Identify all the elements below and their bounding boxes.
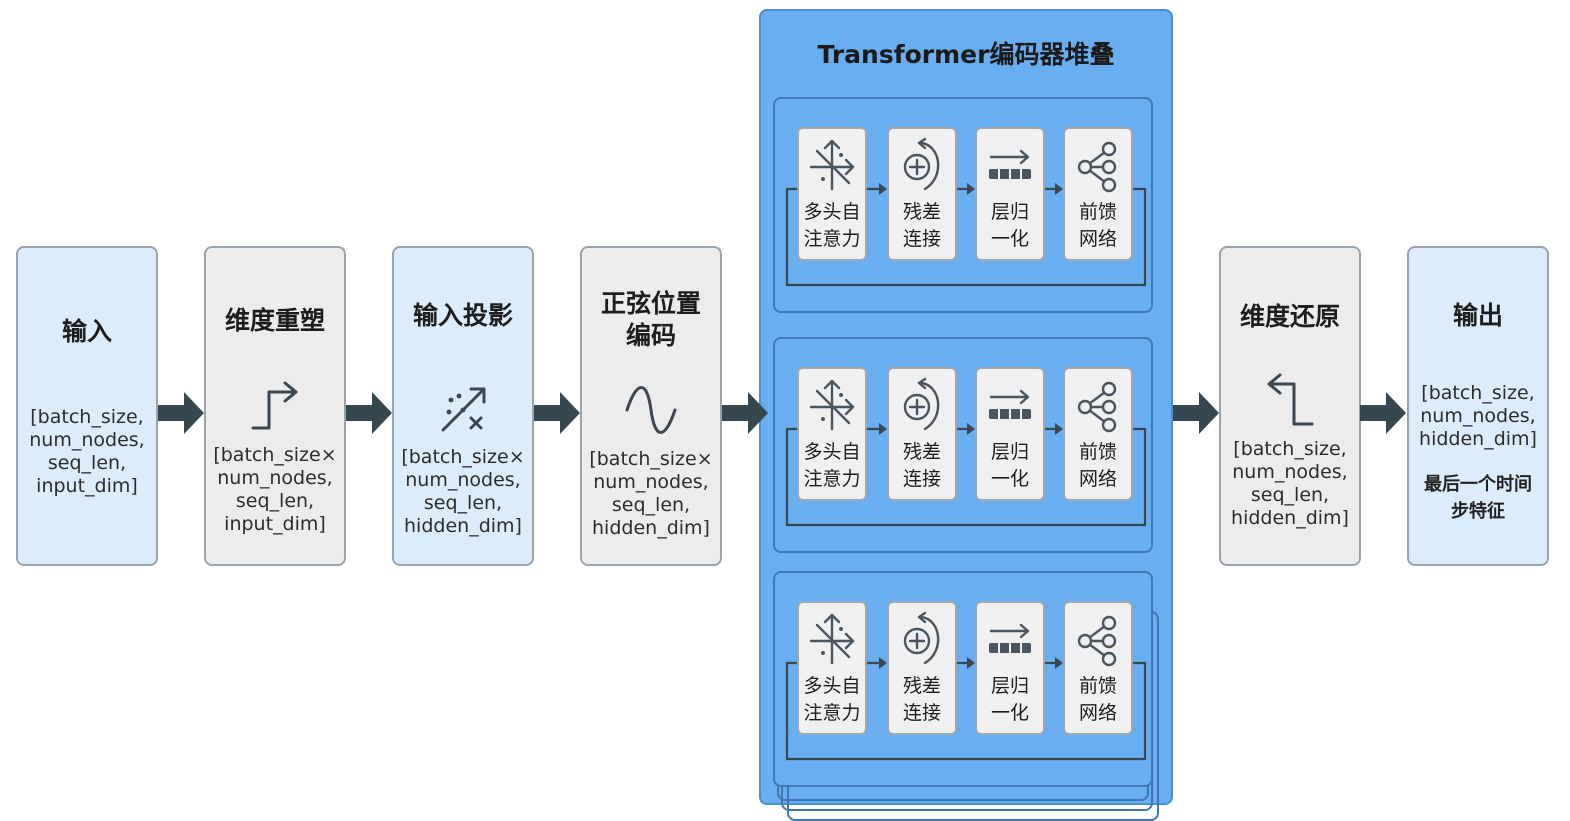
component-label: 层归 一化: [990, 441, 1029, 490]
flow-arrow-icon: [722, 392, 768, 434]
flow-arrow-icon: [346, 392, 392, 434]
stage-positional: 正弦位置 编码 [batch_size× num_nodes, seq_len, …: [580, 246, 722, 566]
component-label: 残差 连接: [902, 675, 941, 724]
normalize-icon: [989, 149, 1031, 179]
component-residual: 残差 连接: [887, 601, 957, 735]
flow-arrow-icon: [1360, 392, 1406, 434]
component-label: 前馈 网络: [1078, 201, 1117, 250]
component-label: 残差 连接: [902, 201, 941, 250]
stage-note: 最后一个时间 步特征: [1424, 474, 1532, 522]
component-label: 残差 连接: [902, 441, 941, 490]
attention-icon: [809, 379, 855, 431]
stage-reshape: 维度重塑 [batch_size× num_nodes, seq_len, inp…: [204, 246, 346, 566]
component-label: 多头自 注意力: [803, 201, 861, 250]
network-nodes-icon: [1077, 381, 1117, 433]
residual-plus-icon: [903, 377, 940, 431]
component-label: 多头自 注意力: [803, 675, 861, 724]
component-mhsa: 多头自 注意力: [797, 601, 867, 735]
normalize-icon: [989, 623, 1031, 653]
flow-arrow-icon: [158, 392, 204, 434]
component-layernorm: 层归 一化: [975, 601, 1045, 735]
attention-icon: [809, 139, 855, 191]
component-mhsa: 多头自 注意力: [797, 367, 867, 501]
component-ffn: 前馈 网络: [1063, 367, 1133, 501]
residual-plus-icon: [903, 611, 940, 665]
component-residual: 残差 连接: [887, 127, 957, 261]
tensor-shape-label: [batch_size, num_nodes, seq_len, hidden_…: [1231, 438, 1349, 529]
tensor-shape-label: [batch_size× num_nodes, seq_len, hidden_…: [401, 446, 525, 537]
return-arrow-icon: [1267, 373, 1314, 426]
tensor-shape-label: [batch_size, num_nodes, hidden_dim]: [1419, 382, 1537, 450]
stage-projection: 输入投影 [batch_size× num_nodes, seq_len, hid…: [392, 246, 534, 566]
encoder-layer: 多头自 注意力 残差 连接 层归 一化 前馈 网络: [773, 571, 1153, 787]
stage-title: 正弦位置 编码: [600, 289, 701, 350]
sine-wave-icon: [625, 386, 677, 434]
stage-output: 输出 [batch_size, num_nodes, hidden_dim] 最后一…: [1407, 246, 1549, 566]
component-residual: 残差 连接: [887, 367, 957, 501]
component-layernorm: 层归 一化: [975, 367, 1045, 501]
flow-arrow-icon: [534, 392, 580, 434]
flow-arrow-icon: [1173, 392, 1219, 434]
network-nodes-icon: [1077, 141, 1117, 193]
layer-connectors: [785, 183, 1147, 287]
tensor-shape-label: [batch_size× num_nodes, seq_len, input_d…: [213, 444, 337, 535]
encoder-layer: 多头自 注意力 残差 连接 层归 一化 前馈 网络: [773, 97, 1153, 313]
network-nodes-icon: [1077, 615, 1117, 667]
stage-title: 输入投影: [412, 301, 513, 330]
stage-title: 维度还原: [1239, 302, 1340, 331]
layer-connectors: [785, 657, 1147, 761]
scatter-projection-icon: [441, 387, 486, 432]
stage-title: 维度重塑: [224, 306, 325, 335]
component-mhsa: 多头自 注意力: [797, 127, 867, 261]
stage-title: 输出: [1452, 301, 1503, 330]
tensor-shape-label: [batch_size, num_nodes, seq_len, input_d…: [29, 406, 145, 497]
attention-icon: [809, 613, 855, 665]
component-label: 前馈 网络: [1078, 675, 1117, 724]
residual-plus-icon: [903, 137, 940, 191]
stage-title: 输入: [61, 317, 112, 346]
stage-restore: 维度还原 [batch_size, num_nodes, seq_len, hid…: [1219, 246, 1361, 566]
encoder-title: Transformer编码器堆叠: [817, 40, 1115, 69]
tensor-shape-label: [batch_size× num_nodes, seq_len, hidden_…: [589, 448, 713, 539]
encoder-layer: 多头自 注意力 残差 连接 层归 一化 前馈 网络: [773, 337, 1153, 553]
layer-connectors: [785, 423, 1147, 527]
component-label: 层归 一化: [990, 675, 1029, 724]
component-ffn: 前馈 网络: [1063, 601, 1133, 735]
transformer-encoder-stack: Transformer编码器堆叠 多头自 注意力残差 连接层归 一化前馈 网络多…: [759, 9, 1173, 821]
stage-input: 输入 [batch_size, num_nodes, seq_len, input…: [16, 246, 158, 566]
component-label: 多头自 注意力: [803, 441, 861, 490]
bent-arrow-icon: [251, 381, 298, 430]
component-label: 前馈 网络: [1078, 441, 1117, 490]
normalize-icon: [989, 389, 1031, 419]
component-label: 层归 一化: [990, 201, 1029, 250]
component-layernorm: 层归 一化: [975, 127, 1045, 261]
component-ffn: 前馈 网络: [1063, 127, 1133, 261]
